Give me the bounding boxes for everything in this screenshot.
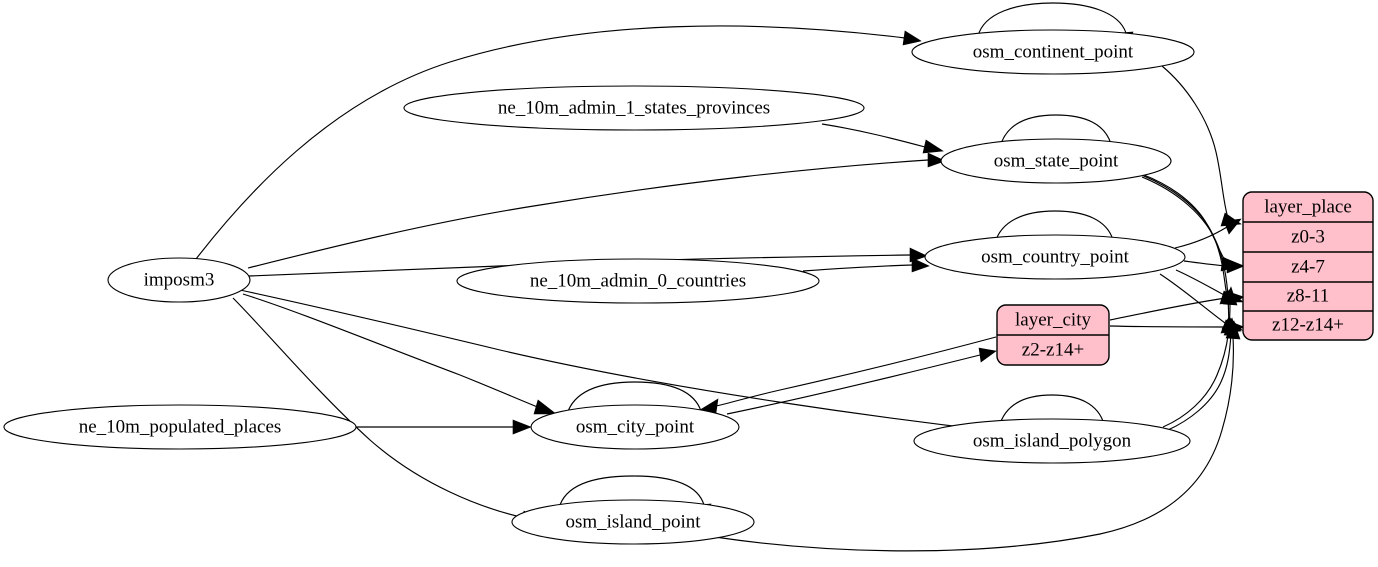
record-node-layer-city[interactable]: layer_city z2-z14+ — [996, 304, 1110, 366]
edge-osm-country-point-to-layer-place-z4-7 — [1183, 258, 1245, 274]
edge-imposm3-to-osm-continent-point — [195, 25, 922, 260]
edge-imposm3-to-osm-city-point — [242, 293, 557, 415]
node-ne-10m-admin-0-countries[interactable]: ne_10m_admin_0_countries — [456, 258, 820, 304]
nodes-layer: imposm3 ne_10m_populated_places ne_10m_a… — [3, 29, 1374, 545]
node-osm-country-point[interactable]: osm_country_point — [924, 234, 1186, 280]
edge-osm-state-point-to-layer-place-z8-11 — [1138, 173, 1241, 305]
record-node-layer-place[interactable]: layer_place z0-3 z4-7 z8-11 z12-z14+ — [1242, 191, 1374, 341]
edge-ne-10m-admin-1-to-osm-state-point — [821, 123, 944, 154]
edge-osm-country-point-to-layer-place-z0-3 — [1174, 218, 1242, 249]
edge-osm-island-point-to-layer-place-z12-z14 — [714, 320, 1241, 552]
node-osm-island-point[interactable]: osm_island_point — [511, 499, 755, 545]
edge-osm-island-polygon-to-layer-place-z8-11 — [1162, 286, 1238, 428]
node-osm-island-polygon[interactable]: osm_island_polygon — [913, 418, 1191, 464]
node-osm-state-point[interactable]: osm_state_point — [940, 138, 1172, 184]
edge-ne-10m-admin-0-to-osm-country-point — [802, 257, 930, 273]
edge-osm-continent-point-to-layer-place-z0-3 — [1161, 65, 1242, 227]
edge-layer-city-to-osm-city-point — [699, 336, 997, 414]
node-osm-city-point[interactable]: osm_city_point — [530, 404, 740, 450]
node-ne-10m-populated-places[interactable]: ne_10m_populated_places — [3, 404, 357, 450]
node-imposm3[interactable]: imposm3 — [107, 257, 251, 303]
node-osm-continent-point[interactable]: osm_continent_point — [911, 29, 1195, 75]
node-ne-10m-admin-1-states-provinces[interactable]: ne_10m_admin_1_states_provinces — [403, 85, 865, 131]
edge-ne-10m-populated-places-to-osm-city-point — [356, 419, 532, 435]
edge-imposm3-to-osm-state-point — [247, 152, 946, 269]
edge-osm-city-point-to-layer-city-z2 — [726, 347, 997, 415]
